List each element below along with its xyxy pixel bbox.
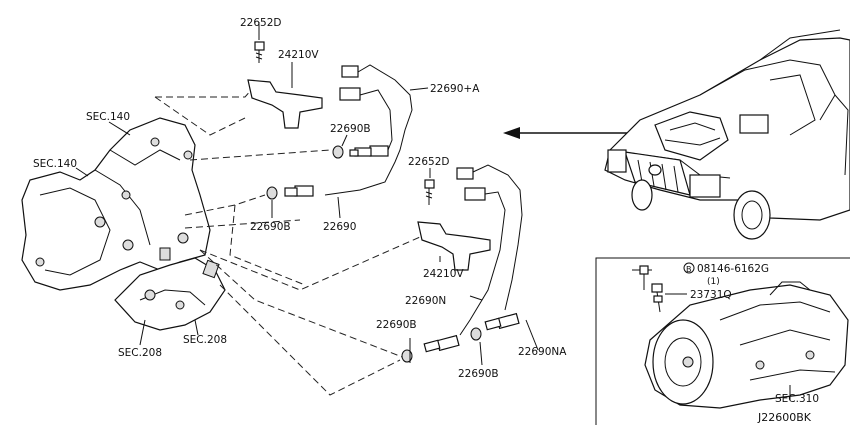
label-22690na: 22690NA <box>518 346 567 358</box>
label-bolt-ref-symbol: B <box>686 265 692 274</box>
label-sec208-right: SEC.208 <box>183 334 227 346</box>
label-22690b-left: 22690B <box>250 221 291 233</box>
label-24210v-top: 24210V <box>278 49 319 61</box>
vehicle-illustration <box>604 29 850 240</box>
dashed-connectors <box>154 87 421 396</box>
label-22690n: 22690N <box>405 295 446 307</box>
bracket-24210v-top <box>247 62 323 129</box>
sensor-22690a <box>324 64 429 196</box>
label-23731q: 23731Q <box>690 289 732 301</box>
label-22652d-top: 22652D <box>240 17 282 29</box>
leader-sec208-left <box>139 319 146 346</box>
transmission-inset <box>595 257 850 425</box>
label-22690b-lower-right: 22690B <box>458 368 499 380</box>
sensor-22690 <box>266 134 348 219</box>
label-22652d-mid: 22652D <box>408 156 450 168</box>
label-sec140-left: SEC.140 <box>33 158 77 170</box>
label-sec140-top: SEC.140 <box>86 111 130 123</box>
label-sec208-left: SEC.208 <box>118 347 162 359</box>
label-22690b-lower-left: 22690B <box>376 319 417 331</box>
diagram-id: J22600BK <box>757 411 812 424</box>
label-22690-plus-a: 22690+A <box>430 83 480 95</box>
label-22690: 22690 <box>323 221 356 233</box>
sensor-22690n <box>401 164 539 366</box>
leader-sec208-right <box>194 319 199 336</box>
exhaust-manifold-assembly <box>21 117 226 331</box>
bolt-22652d-top <box>254 22 265 63</box>
bolt-22652d-mid <box>424 168 435 205</box>
label-22690b-upper: 22690B <box>330 123 371 135</box>
leader-sec140-top <box>108 121 131 136</box>
label-sec310: SEC.310 <box>775 393 819 405</box>
leader-sec140-left <box>75 167 89 177</box>
label-bolt-qty: (1) <box>707 277 720 287</box>
part-labels: 22652D 24210V 22690+A 22690B 22652D 2269… <box>33 17 819 424</box>
label-08146-6162g: 08146-6162G <box>697 263 769 275</box>
bracket-24210v-mid <box>417 221 491 271</box>
label-24210v-mid: 24210V <box>423 268 464 280</box>
